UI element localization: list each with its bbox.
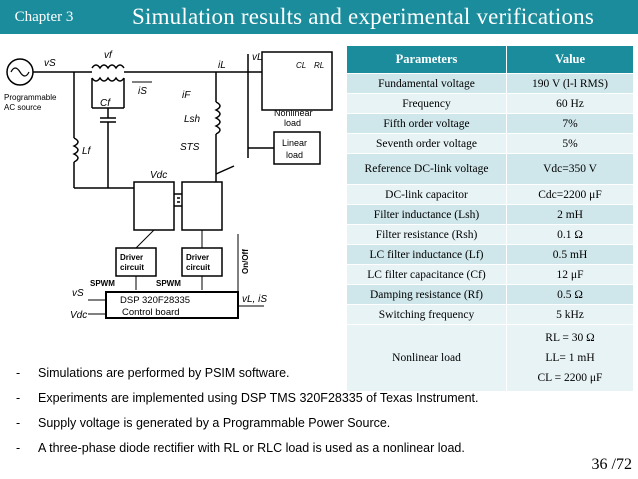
- value-cell: 60 Hz: [506, 93, 634, 114]
- value-cell: Cdc=2200 μF: [506, 184, 634, 205]
- value-cell: Vdc=350 V: [506, 153, 634, 185]
- label-vdc: Vdc: [150, 170, 167, 181]
- table-row: LC filter capacitance (Cf)12 μF: [346, 264, 634, 285]
- slide-title: Simulation results and experimental veri…: [88, 0, 638, 34]
- param-cell: Filter resistance (Rsh): [346, 224, 507, 245]
- nonlinear-value: CL = 2200 μF: [537, 372, 603, 384]
- table-row: Filter inductance (Lsh)2 mH: [346, 204, 634, 225]
- driver-2-label-b: circuit: [186, 263, 210, 272]
- nonlinear-load-label-2: load: [284, 118, 301, 128]
- dsp-label-2: Control board: [122, 307, 180, 318]
- input-vs-label: vS: [72, 288, 84, 299]
- value-cell: 0.5 Ω: [506, 284, 634, 305]
- value-cell: 7%: [506, 113, 634, 134]
- nonlinear-value: LL= 1 mH: [545, 352, 595, 364]
- label-cf: Cf: [100, 98, 111, 109]
- value-cell: 5%: [506, 133, 634, 154]
- param-cell: LC filter capacitance (Cf): [346, 264, 507, 285]
- label-is: iS: [138, 86, 147, 97]
- table-row: Nonlinear load RL = 30 Ω LL= 1 mH CL = 2200…: [346, 324, 634, 392]
- bullet-text: Experiments are implemented using DSP TM…: [38, 391, 479, 405]
- value-cell: 190 V (l-l RMS): [506, 73, 634, 94]
- bullet-text: Supply voltage is generated by a Program…: [38, 416, 391, 430]
- bullet-item: - Simulations are performed by PSIM softw…: [16, 366, 479, 391]
- param-cell: Frequency: [346, 93, 507, 114]
- page-number: 36 /72: [591, 456, 632, 473]
- table-header-parameters: Parameters: [346, 45, 507, 74]
- circuit-schematic: vS vf iS Cf Lf iL vL iF Lsh STS Vdc CL R…: [4, 50, 333, 320]
- label-vl: vL: [252, 52, 263, 63]
- label-vf: vf: [104, 50, 113, 61]
- label-vs: vS: [44, 58, 56, 69]
- chapter-badge: Chapter 3: [0, 0, 88, 34]
- param-cell: Fifth order voltage: [346, 113, 507, 134]
- value-cell: 12 μF: [506, 264, 634, 285]
- input-vdc-label: Vdc: [70, 310, 87, 320]
- bullet-dash: -: [16, 441, 21, 455]
- value-cell: 0.5 mH: [506, 244, 634, 265]
- label-rl: RL: [314, 61, 324, 70]
- label-lsh: Lsh: [184, 114, 201, 125]
- value-cell: 0.1 Ω: [506, 224, 634, 245]
- param-cell: Damping resistance (Rf): [346, 284, 507, 305]
- bullet-dash: -: [16, 366, 21, 380]
- linear-load-label-1: Linear: [282, 138, 307, 148]
- bullet-dash: -: [16, 391, 21, 405]
- label-lf: Lf: [82, 146, 92, 157]
- table-row: Damping resistance (Rf)0.5 Ω: [346, 284, 634, 305]
- value-cell: 2 mH: [506, 204, 634, 225]
- table-row: LC filter inductance (Lf)0.5 mH: [346, 244, 634, 265]
- param-cell: LC filter inductance (Lf): [346, 244, 507, 265]
- param-cell: DC-link capacitor: [346, 184, 507, 205]
- bullet-text: Simulations are performed by PSIM softwa…: [38, 366, 290, 380]
- dsp-label-1: DSP 320F28335: [120, 295, 190, 306]
- param-cell: Nonlinear load: [346, 324, 507, 392]
- param-cell: Fundamental voltage: [346, 73, 507, 94]
- label-il: iL: [218, 60, 226, 71]
- param-cell: Seventh order voltage: [346, 133, 507, 154]
- bullet-item: - Supply voltage is generated by a Progra…: [16, 416, 479, 441]
- on-off-label: On/Off: [241, 249, 250, 274]
- param-cell: Reference DC-link voltage: [346, 153, 507, 185]
- source-label-2: AC source: [4, 103, 42, 112]
- input-vl-is-label: vL, iS: [242, 294, 267, 305]
- label-cl: CL: [296, 61, 306, 70]
- bullet-list: - Simulations are performed by PSIM softw…: [16, 366, 479, 466]
- label-sts: STS: [180, 142, 200, 153]
- bullet-item: - Experiments are implemented using DSP T…: [16, 391, 479, 416]
- source-label-1: Programmable: [4, 93, 57, 102]
- value-cell: 5 kHz: [506, 304, 634, 325]
- nonlinear-load-label-1: Nonlinear: [274, 108, 313, 118]
- nonlinear-value: RL = 30 Ω: [545, 332, 595, 344]
- param-cell: Switching frequency: [346, 304, 507, 325]
- linear-load-label-2: load: [286, 150, 303, 160]
- driver-2-label-a: Driver: [186, 253, 209, 262]
- bullet-item: - A three-phase diode rectifier with RL o…: [16, 441, 479, 466]
- param-cell: Filter inductance (Lsh): [346, 204, 507, 225]
- table-row: Filter resistance (Rsh)0.1 Ω: [346, 224, 634, 245]
- bullet-text: A three-phase diode rectifier with RL or…: [38, 441, 465, 455]
- spwm-label-2: SPWM: [156, 279, 181, 288]
- driver-1-label-b: circuit: [120, 263, 144, 272]
- bullet-dash: -: [16, 416, 21, 430]
- table-header-value: Value: [506, 45, 634, 74]
- label-if: iF: [182, 90, 191, 101]
- value-cell: RL = 30 Ω LL= 1 mH CL = 2200 μF: [506, 324, 634, 392]
- driver-1-label-a: Driver: [120, 253, 143, 262]
- spwm-label-1: SPWM: [90, 279, 115, 288]
